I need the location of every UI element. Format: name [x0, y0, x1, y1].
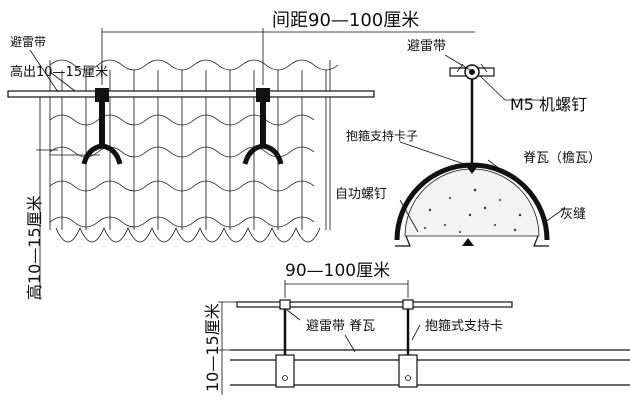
label-lightning-strip-right: 避雷带: [407, 39, 446, 54]
plan-view: [218, 280, 630, 395]
lightning-strip-bar: [7, 90, 375, 98]
label-height-bottom-vertical: 10—15厘米: [203, 303, 222, 392]
label-hoop-clip: 抱箍支持卡子: [346, 128, 418, 143]
support-clip-left: [81, 88, 123, 165]
bottom-support-left: [275, 299, 295, 388]
label-hoop-support: 抱箍式支持卡: [425, 318, 503, 334]
label-height-vertical: 高10—15厘米: [25, 195, 44, 300]
label-ridge-tile: 脊瓦（檐瓦）: [523, 151, 601, 166]
label-spacing-bottom: 90—100厘米: [285, 261, 390, 281]
label-lightning-strip-topleft: 避雷带: [10, 35, 46, 49]
roof-tile-elevation: [7, 28, 475, 300]
label-strip-and-ridge: 避雷带 脊瓦: [306, 319, 375, 334]
support-clip-right: [242, 88, 284, 165]
label-mortar-joint: 灰缝: [560, 207, 586, 222]
label-spacing-top: 间距90—100厘米: [272, 10, 419, 31]
label-height-above: 高出10—15厘米: [10, 64, 108, 80]
label-self-tapping-screw: 自功螺钉: [335, 187, 387, 202]
label-m5-bolt: M5 机螺钉: [510, 95, 587, 114]
ridge-tile-section: [394, 54, 566, 247]
bottom-support-right: [398, 299, 418, 388]
